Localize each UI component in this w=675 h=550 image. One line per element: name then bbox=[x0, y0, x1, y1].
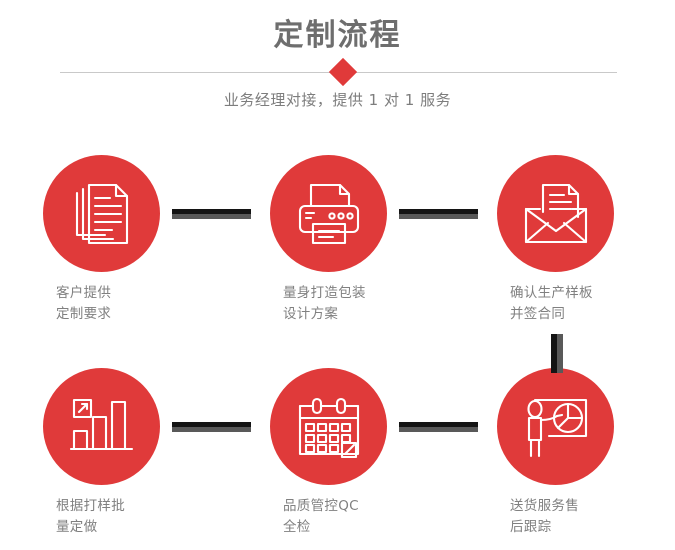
connector-4-to-5 bbox=[172, 422, 251, 432]
flow-step-1-label: 客户提供 定制要求 bbox=[56, 285, 112, 322]
connector-top-segment bbox=[172, 422, 251, 427]
flow-step-5-circle bbox=[270, 368, 387, 485]
header-subtitle: 业务经理对接，提供 1 对 1 服务 bbox=[223, 91, 452, 109]
printer-icon bbox=[295, 181, 363, 247]
flow-step-3-label: 确认生产样板 并签合同 bbox=[510, 285, 593, 322]
connector-top-segment bbox=[399, 422, 478, 427]
connector-bottom-segment bbox=[399, 427, 478, 432]
connector-right-segment bbox=[557, 334, 563, 373]
connector-2-to-3 bbox=[399, 209, 478, 219]
connector-bottom-segment bbox=[172, 214, 251, 219]
connector-bottom-segment bbox=[172, 427, 251, 432]
calendar-check-icon bbox=[296, 396, 362, 458]
documents-stack-icon bbox=[69, 181, 135, 247]
flow-step-6-label: 送货服务售 后跟踪 bbox=[510, 498, 579, 535]
flow-step-5-label: 品质管控QC 全检 bbox=[283, 498, 359, 535]
diamond-icon bbox=[328, 57, 358, 87]
presenter-pie-chart-icon bbox=[522, 396, 590, 458]
flow-step-2-label: 量身打造包装 设计方案 bbox=[283, 285, 366, 322]
flow-step-1-circle bbox=[43, 155, 160, 272]
connector-1-to-2 bbox=[172, 209, 251, 219]
flow-step-6-circle bbox=[497, 368, 614, 485]
connector-top-segment bbox=[172, 209, 251, 214]
header: 定制流程 业务经理对接，提供 1 对 1 服务 bbox=[0, 0, 675, 130]
flow-step-4-circle bbox=[43, 368, 160, 485]
flow-step-3-circle bbox=[497, 155, 614, 272]
connector-top-segment bbox=[399, 209, 478, 214]
connector-left-segment bbox=[551, 334, 557, 373]
connector-bottom-segment bbox=[399, 214, 478, 219]
flow-step-4-label: 根据打样批 量定做 bbox=[56, 498, 125, 535]
envelope-document-icon bbox=[521, 183, 591, 245]
connector-5-to-6 bbox=[399, 422, 478, 432]
flow-step-2-circle bbox=[270, 155, 387, 272]
connector-3-to-6 bbox=[551, 334, 563, 373]
title-divider bbox=[60, 57, 617, 87]
bar-chart-growth-icon bbox=[69, 397, 134, 457]
page-title: 定制流程 bbox=[273, 18, 402, 53]
process-flow: 客户提供 定制要求 量身打造包装 设计方案 bbox=[0, 145, 675, 550]
